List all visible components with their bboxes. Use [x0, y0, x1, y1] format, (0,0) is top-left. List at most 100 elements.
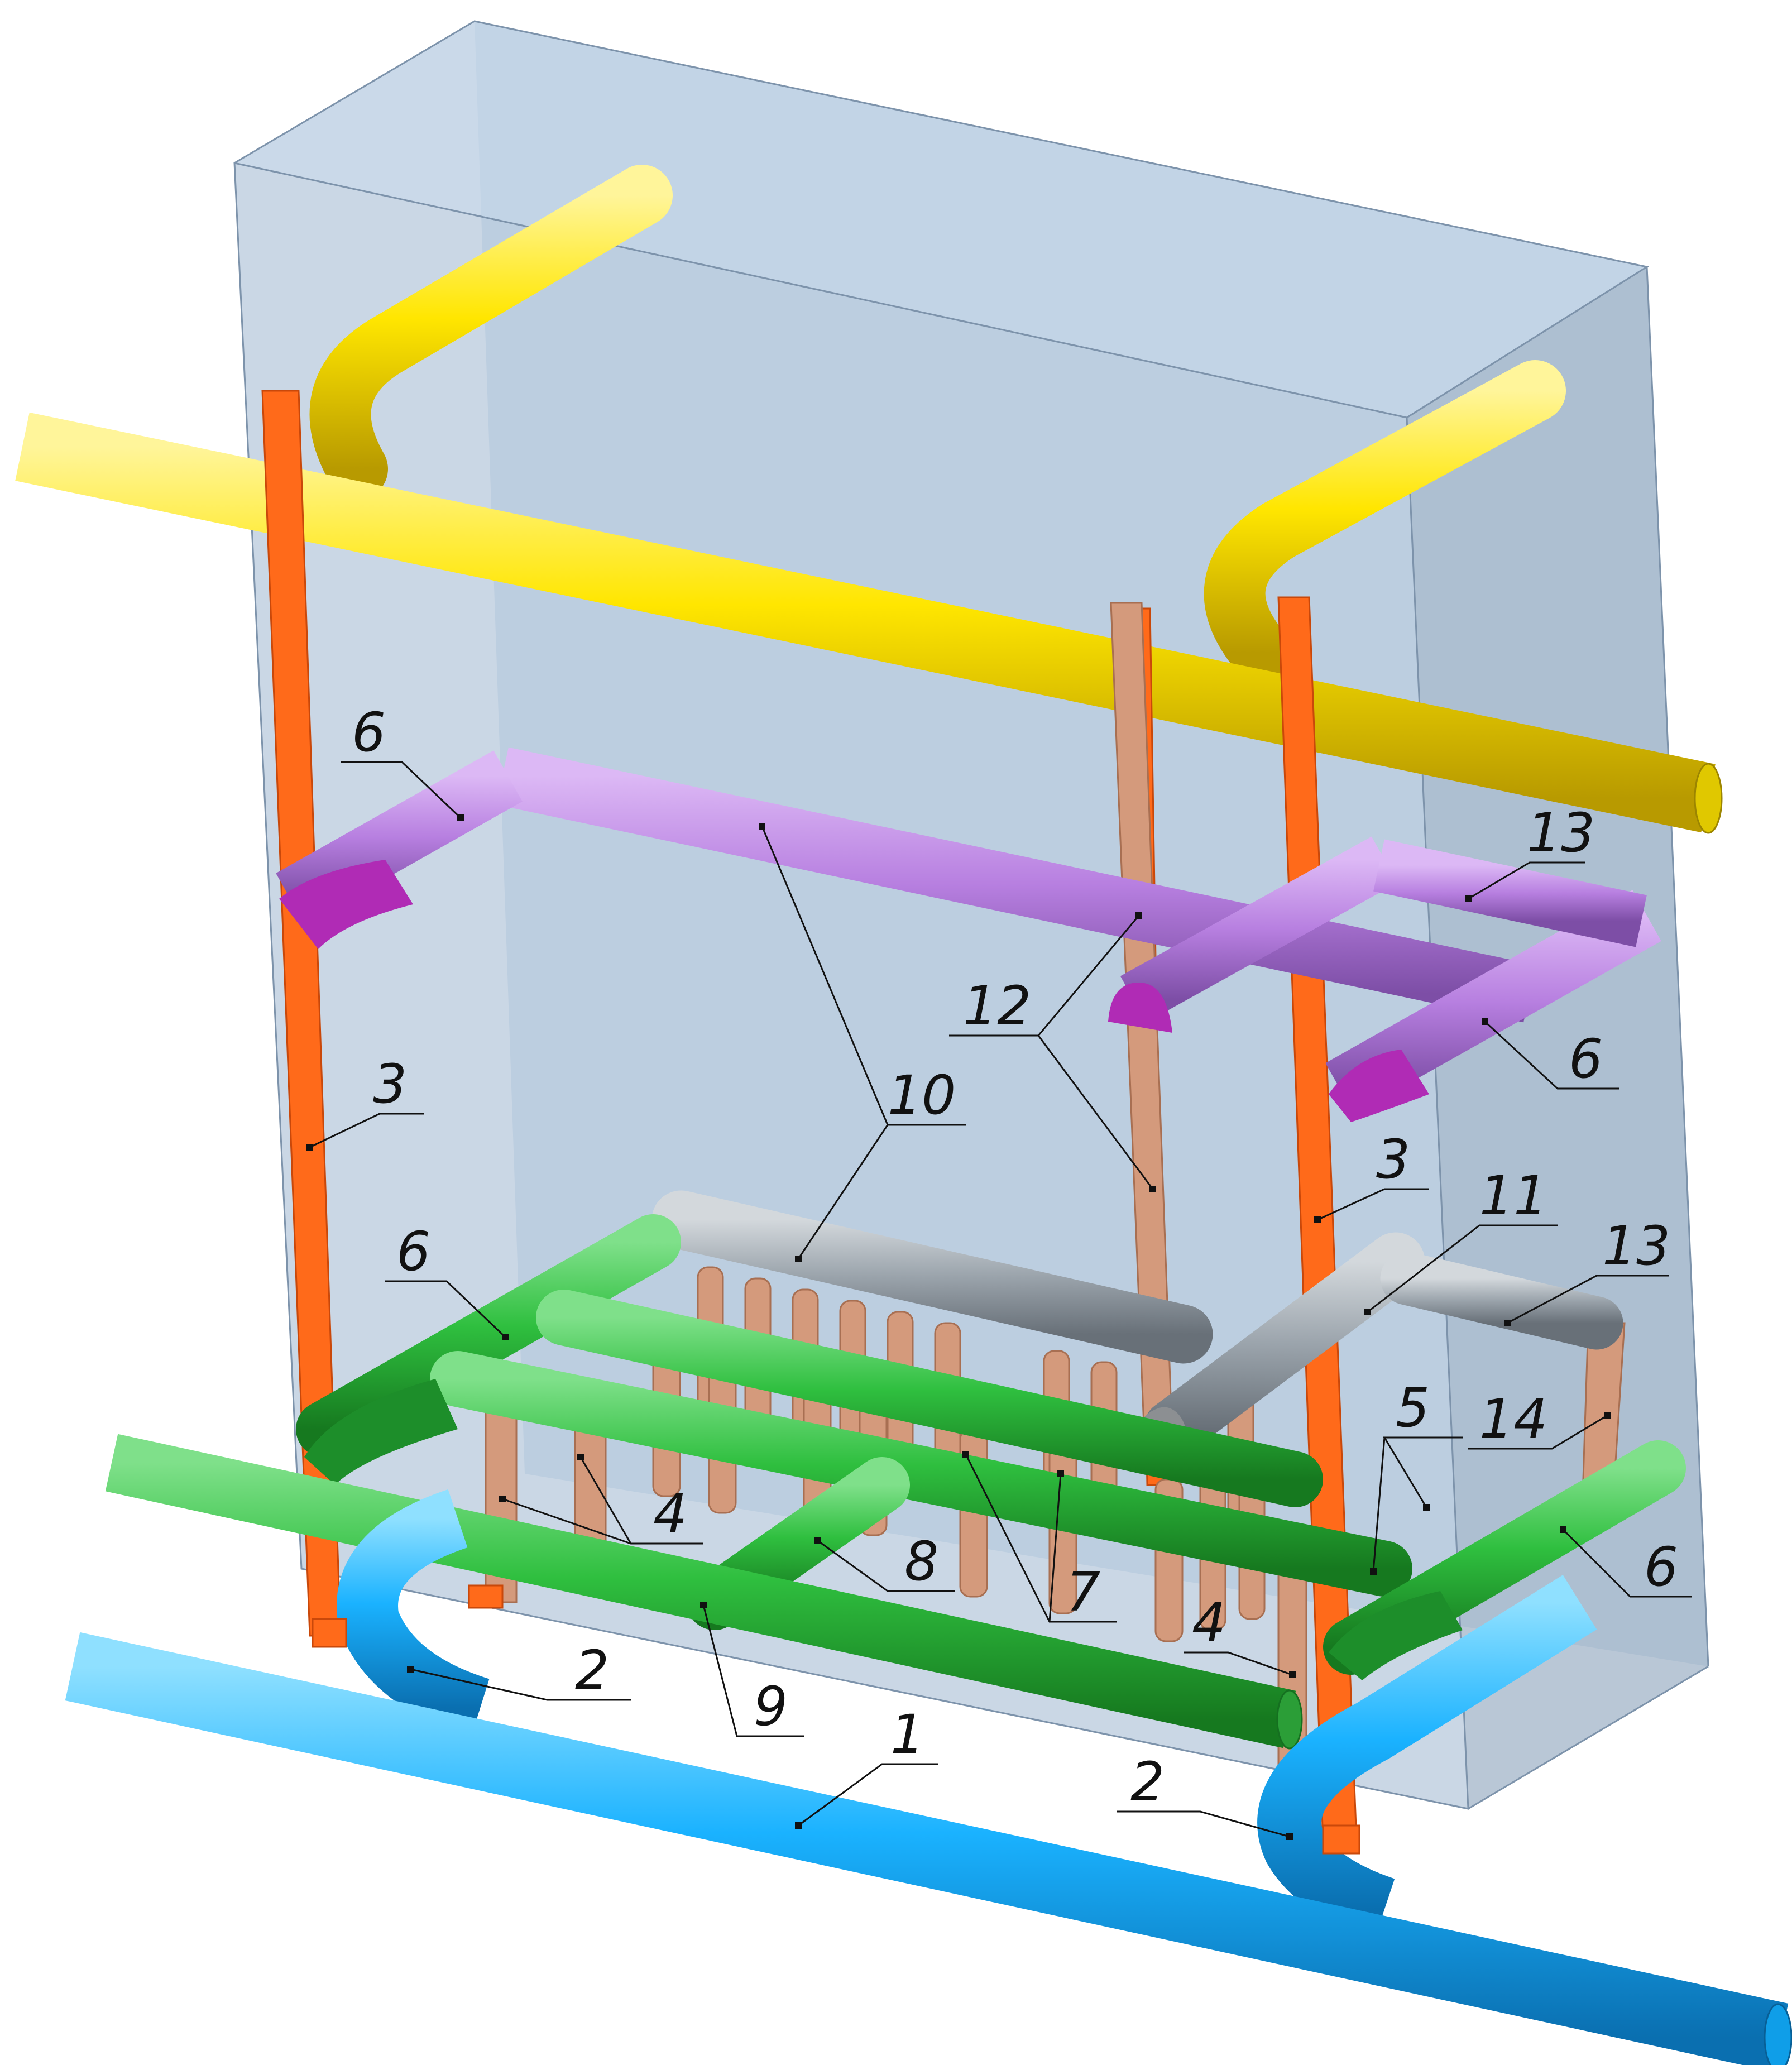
lead-dot-12-2: [1149, 1186, 1156, 1192]
enclosure-edge-right: [1646, 266, 1709, 1667]
lead-dot-7-1: [962, 1451, 969, 1458]
lead-dot-2a: [407, 1666, 414, 1673]
callout-4b: 4: [1192, 1592, 1226, 1654]
lead-dot-4b: [1289, 1671, 1296, 1678]
callout-2b: 2: [1130, 1751, 1165, 1813]
lead-dot-9: [700, 1602, 707, 1608]
strut-bases: [312, 1584, 1360, 1855]
callout-6b: 6: [1569, 1028, 1603, 1090]
yellow-branch-right: [1204, 360, 1566, 684]
leader-7-2: [1048, 1473, 1062, 1622]
lead-dot-13a: [1465, 895, 1472, 902]
grey-header-pipe: [651, 1190, 1213, 1364]
leader-12-2: [1037, 1035, 1154, 1190]
tan-support-left-2: [574, 1422, 607, 1542]
green-left-arm: [296, 1214, 681, 1457]
yellow-pipe-end: [1694, 763, 1723, 834]
lead-dot-3b: [1314, 1216, 1321, 1223]
callout-6d: 6: [1644, 1536, 1678, 1598]
violet-main-pipe: [496, 747, 1536, 1023]
enclosure-edges: [233, 20, 1649, 1810]
callout-6a: 6: [352, 701, 386, 764]
blue-header-pipe: [65, 1489, 1792, 2065]
leader-14: [1468, 1414, 1608, 1450]
callout-3a: 3: [373, 1053, 407, 1115]
green-front-pipe: [105, 1434, 1296, 1748]
leader-2a: [410, 1668, 631, 1701]
leader-1: [798, 1763, 938, 1827]
leader-10-2: [797, 1124, 889, 1259]
enclosure-edge-bottom-right: [1468, 1665, 1709, 1810]
lead-dot-4a-2: [577, 1454, 584, 1460]
leader-4a-2: [579, 1456, 632, 1544]
leader-8: [817, 1540, 955, 1592]
lead-dot-1: [795, 1822, 802, 1829]
yellow-branch-left: [309, 165, 673, 500]
green-cap-right: [1329, 1591, 1463, 1680]
callout-3b: 3: [1376, 1128, 1410, 1191]
callout-6c: 6: [396, 1220, 430, 1283]
lead-dot-2b: [1286, 1833, 1293, 1840]
lead-dot-6d: [1560, 1526, 1566, 1533]
callout-10: 10: [888, 1064, 956, 1127]
blue-elbow-right: [1257, 1575, 1597, 1940]
leader-6d: [1562, 1529, 1692, 1598]
leader-6a: [341, 761, 462, 819]
callout-8: 8: [904, 1530, 938, 1593]
callouts-layer: 1 2 2 3 3 4 4 5 6: [306, 701, 1692, 1840]
lead-dot-4a-1: [499, 1496, 506, 1502]
strut-base-center-left: [468, 1584, 504, 1609]
blue-pipe-end: [1764, 2003, 1792, 2065]
lead-dot-5-1: [1423, 1504, 1430, 1511]
leader-11: [1367, 1224, 1558, 1313]
lead-dot-5-2: [1370, 1568, 1377, 1575]
magenta-cap-center: [1108, 983, 1172, 1033]
callout-13a: 13: [1527, 802, 1595, 864]
leader-4b: [1184, 1651, 1293, 1676]
lead-dot-12-1: [1135, 912, 1142, 919]
lead-dot-11: [1364, 1309, 1371, 1315]
callout-14: 14: [1479, 1388, 1547, 1450]
blue-elbow-left: [337, 1489, 490, 1738]
green-cap-left: [304, 1379, 458, 1485]
green-inner-pipe-2: [430, 1351, 1412, 1597]
leader-9: [702, 1604, 804, 1737]
lead-dot-7-2: [1057, 1470, 1064, 1477]
leader-5-2: [1372, 1437, 1386, 1572]
callout-2a: 2: [575, 1639, 609, 1702]
lead-dot-10-2: [795, 1256, 802, 1262]
magenta-cap-left: [279, 860, 413, 949]
leader-2b: [1117, 1810, 1290, 1838]
grey-right-pipe: [1380, 1252, 1623, 1350]
leader-3b: [1317, 1188, 1429, 1221]
grey-cross-pipe: [1143, 1232, 1425, 1459]
callout-4a: 4: [653, 1483, 687, 1545]
callout-12: 12: [963, 975, 1031, 1037]
violet-frame: [276, 747, 1661, 1122]
enclosure-side-face: [1407, 267, 1708, 1809]
leader-13b: [1507, 1275, 1669, 1324]
enclosure-top-face: [234, 21, 1647, 418]
violet-cross-pipe: [1373, 839, 1647, 947]
blue-main-pipe: [65, 1632, 1789, 2065]
lead-dot-6b: [1482, 1018, 1488, 1025]
callout-5: 5: [1396, 1377, 1430, 1439]
callout-9: 9: [754, 1675, 788, 1738]
lead-dot-14: [1604, 1412, 1611, 1419]
callout-11: 11: [1479, 1165, 1547, 1227]
lead-dot-3a: [306, 1144, 313, 1151]
leader-6b: [1484, 1020, 1619, 1090]
green-inner-pipe-1: [536, 1290, 1323, 1507]
green-pipe-end: [1276, 1689, 1303, 1750]
lead-dot-10-1: [759, 823, 765, 830]
lead-dot-6c: [502, 1334, 509, 1340]
violet-right-arm-1: [1120, 836, 1398, 1023]
leader-6c: [385, 1280, 506, 1338]
green-frame: [105, 1214, 1686, 1750]
lead-dot-6a: [457, 814, 464, 821]
leader-3a: [309, 1113, 424, 1148]
magenta-cap-right: [1329, 1050, 1429, 1122]
callout-1: 1: [890, 1703, 924, 1766]
leader-13a: [1468, 861, 1585, 900]
